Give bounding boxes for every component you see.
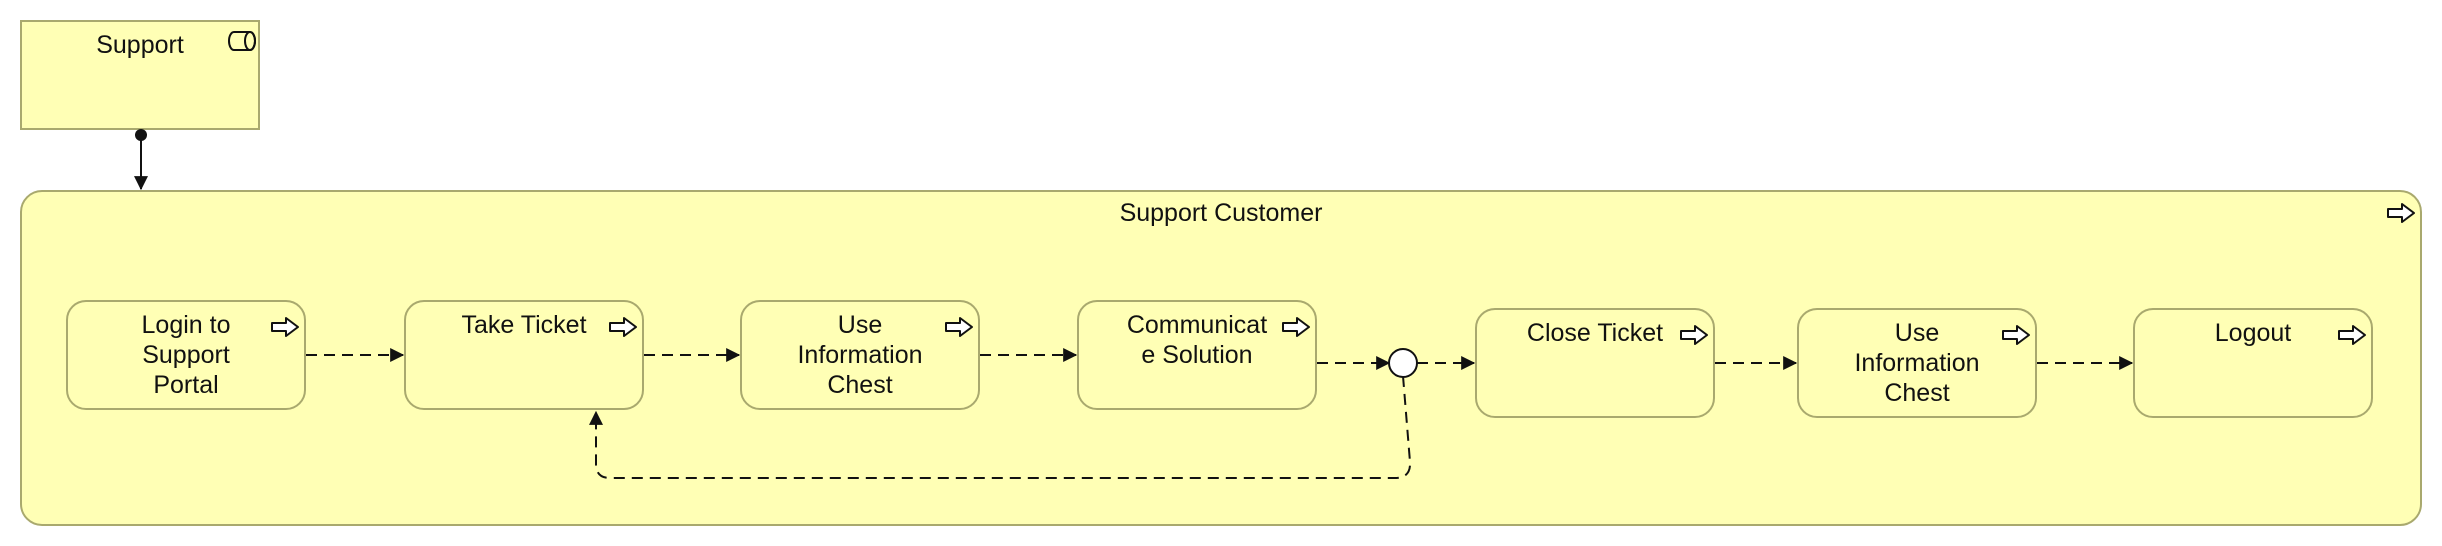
process-label: Take Ticket (461, 311, 587, 339)
process-arrow-icon (2338, 325, 2366, 345)
process-arrow-icon (2002, 325, 2030, 345)
process-arrow-icon (271, 317, 299, 337)
process-label: Use Information Chest (797, 311, 923, 399)
role-label: Support (96, 31, 184, 59)
process-close-ticket[interactable]: Close Ticket (1475, 308, 1715, 418)
process-login[interactable]: Login to Support Portal (66, 300, 306, 410)
process-arrow-icon (1282, 317, 1310, 337)
process-label: Logout (2214, 319, 2292, 347)
process-label: Close Ticket (1526, 319, 1664, 347)
process-take-ticket[interactable]: Take Ticket (404, 300, 644, 410)
process-arrow-icon (2387, 203, 2415, 223)
process-logout[interactable]: Logout (2133, 308, 2373, 418)
process-communicate-solution[interactable]: Communicat e Solution (1077, 300, 1317, 410)
process-arrow-icon (945, 317, 973, 337)
loop-back-arrow[interactable] (589, 375, 1412, 479)
process-use-information-chest[interactable]: Use Information Chest (740, 300, 980, 410)
container-label: Support Customer (1119, 199, 1323, 227)
assignment-connector[interactable] (134, 129, 148, 191)
process-label: Login to Support Portal (141, 311, 231, 399)
process-label: Use Information Chest (1854, 319, 1980, 407)
role-support[interactable]: Support (20, 20, 260, 130)
process-arrow-icon (609, 317, 637, 337)
process-use-information-chest-2[interactable]: Use Information Chest (1797, 308, 2037, 418)
process-label: Communicat e Solution (1126, 311, 1268, 369)
or-junction[interactable] (1388, 348, 1418, 378)
process-arrow-icon (1680, 325, 1708, 345)
business-role-icon (228, 31, 256, 51)
